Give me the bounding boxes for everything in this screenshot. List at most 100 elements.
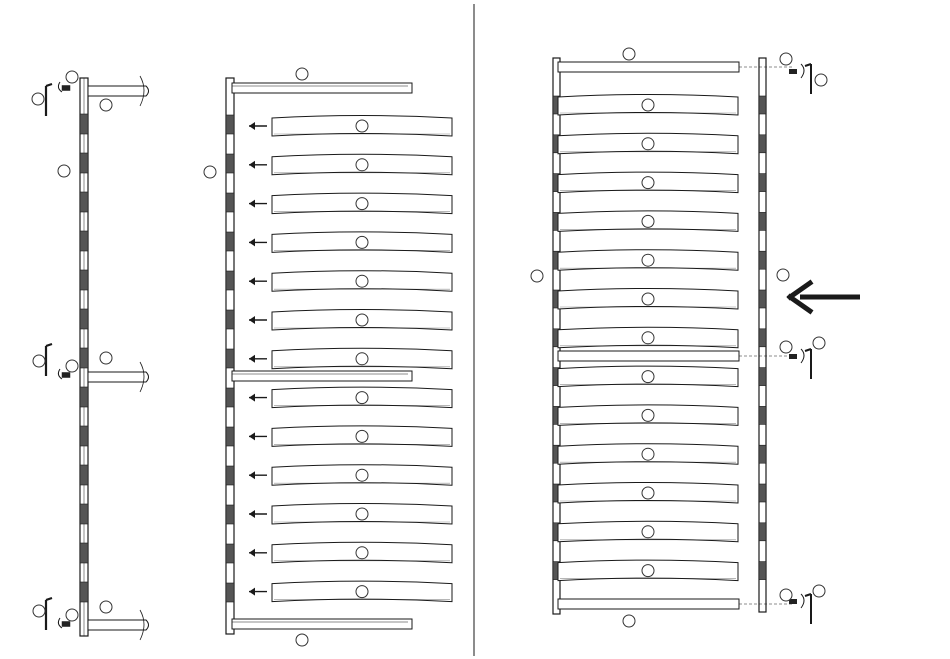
callout-circle (204, 166, 216, 178)
callout-circle (356, 314, 368, 326)
rail-slot (759, 484, 766, 502)
hex-key-icon (46, 344, 52, 376)
callout-circle (356, 392, 368, 404)
insert-arrow-head (249, 510, 255, 518)
rail-slot (226, 427, 234, 446)
hex-key-icon (805, 64, 811, 94)
rail-slot (80, 387, 88, 407)
callout-circle (356, 508, 368, 520)
callout-circle (33, 605, 45, 617)
callout-circle (66, 71, 78, 83)
callout-circle (780, 341, 792, 353)
callout-circle (33, 355, 45, 367)
callout-circle (780, 53, 792, 65)
callout-circle (100, 99, 112, 111)
callout-circle (356, 275, 368, 287)
callout-circle (100, 352, 112, 364)
rail-slot (759, 290, 766, 308)
rail-slot (80, 114, 88, 134)
callout-circle (642, 293, 654, 305)
cross-rail (558, 351, 739, 361)
callout-circle (642, 526, 654, 538)
rail-slot (226, 232, 234, 251)
cross-rail (232, 371, 412, 381)
rail-slot (226, 583, 234, 602)
callout-circle (815, 74, 827, 86)
insert-arrow-head (249, 238, 255, 246)
callout-circle (813, 585, 825, 597)
callout-circle (66, 360, 78, 372)
screw-icon (62, 373, 70, 378)
panel-step-2 (204, 68, 452, 646)
screw-icon (62, 622, 70, 627)
insert-arrow-head (249, 588, 255, 596)
rail-slot (80, 582, 88, 602)
insert-arrow-head (249, 316, 255, 324)
callout-circle (642, 99, 654, 111)
callout-circle (642, 565, 654, 577)
rail-slot (226, 154, 234, 173)
rail-slot (759, 406, 766, 424)
panel-step-1 (32, 71, 149, 640)
rail-slot (759, 329, 766, 347)
rotate-arrow-icon (58, 82, 62, 92)
rail-slot (80, 192, 88, 212)
callout-circle (32, 93, 44, 105)
callout-circle (642, 448, 654, 460)
rail-slot (226, 544, 234, 563)
rotate-arrow-icon (58, 618, 62, 628)
screw-icon (62, 86, 70, 91)
callout-circle (66, 609, 78, 621)
callout-circle (623, 615, 635, 627)
callout-circle (356, 120, 368, 132)
hex-key-icon (46, 598, 52, 630)
screw-icon (789, 354, 797, 359)
cross-rail (232, 619, 412, 629)
rail-slot (80, 504, 88, 524)
callout-circle (623, 48, 635, 60)
callout-circle (356, 236, 368, 248)
rail-stub (88, 86, 149, 96)
rail-stub (88, 372, 149, 382)
rail-slot (226, 310, 234, 329)
rail-slot (80, 426, 88, 446)
rail-slot (80, 309, 88, 329)
insert-arrow-head (249, 200, 255, 208)
insert-arrow-head (249, 549, 255, 557)
rail-slot (226, 349, 234, 368)
rail-slot (759, 212, 766, 230)
rail-slot (759, 251, 766, 269)
insert-arrow-head (249, 161, 255, 169)
callout-circle (100, 601, 112, 613)
cross-rail (232, 83, 412, 93)
hex-key-icon (46, 84, 52, 116)
callout-circle (642, 215, 654, 227)
callout-circle (356, 547, 368, 559)
callout-circle (642, 487, 654, 499)
callout-circle (296, 68, 308, 80)
screw-icon (789, 69, 797, 74)
callout-circle (642, 138, 654, 150)
rail-stub (88, 620, 149, 630)
rotate-arrow-icon (801, 349, 804, 363)
callout-circle (642, 371, 654, 383)
rail-slot (759, 562, 766, 580)
callout-circle (777, 269, 789, 281)
callout-circle (356, 353, 368, 365)
rotate-arrow-icon (58, 369, 62, 379)
rail-slot (759, 96, 766, 114)
panel-step-3 (531, 48, 860, 627)
rail-slot (226, 505, 234, 524)
hex-key-icon (805, 349, 811, 379)
callout-circle (356, 159, 368, 171)
rail-slot (226, 115, 234, 134)
callout-circle (780, 589, 792, 601)
cross-rail (558, 599, 739, 609)
insert-arrow-head (249, 355, 255, 363)
rail-slot (759, 135, 766, 153)
callout-circle (531, 270, 543, 282)
rotate-arrow-icon (801, 594, 804, 608)
callout-circle (356, 430, 368, 442)
callout-circle (642, 409, 654, 421)
